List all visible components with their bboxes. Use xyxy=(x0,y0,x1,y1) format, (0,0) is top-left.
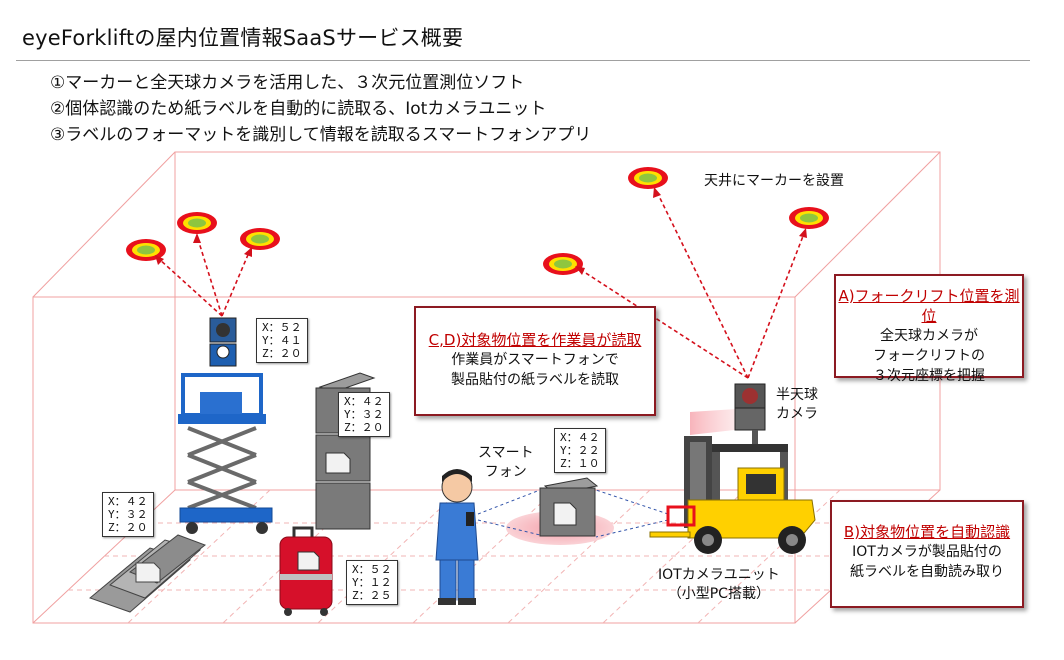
callout-worker-read-line: 製品貼付の紙ラベルを読取 xyxy=(451,372,619,388)
coord-y: Y：３２ xyxy=(108,508,148,521)
coord-y: Y：３２ xyxy=(344,408,384,421)
marker-icon xyxy=(628,167,668,189)
marker-icon xyxy=(543,253,583,275)
coord-x: X：５２ xyxy=(262,321,302,334)
coord-tag-boxes: X：４２ Y：３２ Z：２０ xyxy=(338,392,390,437)
feature-item-2: ②個体認識のため紙ラベルを自動的に読取る、Iotカメラユニット xyxy=(50,99,547,119)
center-box xyxy=(506,477,614,545)
coord-z: Z：２０ xyxy=(262,347,302,360)
half-sphere-camera-label-1: 半天球 xyxy=(776,387,818,403)
iot-unit-label-2: （小型PC搭載） xyxy=(667,586,770,602)
marker-icon xyxy=(789,207,829,229)
forklift xyxy=(649,383,816,554)
coord-x: X：４２ xyxy=(344,395,384,408)
feature-item-3: ③ラベルのフォーマットを識別して情報を読取るスマートフォンアプリ xyxy=(50,125,592,145)
sight-arrowheads xyxy=(155,187,807,275)
scissor-lift xyxy=(178,317,273,534)
coord-z: Z：２０ xyxy=(108,521,148,534)
callout-forklift-line: ３次元座標を把握 xyxy=(873,368,985,384)
callout-forklift-position: A)フォークリフト位置を測位 全天球カメラが フォークリフトの ３次元座標を把握 xyxy=(834,274,1024,384)
smartphone-label-2: フォン xyxy=(484,464,527,480)
smartphone-label-1: スマート xyxy=(478,445,534,461)
scan-lines xyxy=(477,489,669,538)
marker-icon xyxy=(177,212,217,234)
worker-figure xyxy=(435,469,479,605)
page-title: eyeForkliftの屋内位置情報SaaSサービス概要 xyxy=(22,26,464,50)
feature-list: ①マーカーと全天球カメラを活用した、３次元位置測位ソフト ②個体認識のため紙ラベ… xyxy=(50,70,591,148)
coord-x: X：５２ xyxy=(352,563,392,576)
callout-auto-recognition: B)対象物位置を自動認識 IOTカメラが製品貼付の 紙ラベルを自動読み取り xyxy=(830,500,1024,608)
coord-z: Z：２０ xyxy=(344,421,384,434)
marker-icon xyxy=(240,228,280,250)
sight-lines xyxy=(157,189,806,379)
smartphone-label: スマート フォン xyxy=(478,444,534,482)
half-sphere-camera-label-2: カメラ xyxy=(776,406,818,422)
callout-forklift-head: A)フォークリフト位置を測位 xyxy=(838,287,1020,325)
iot-unit-label-1: IOTカメラユニット xyxy=(658,567,780,583)
callout-worker-read: C,D)対象物位置を作業員が読取 作業員がスマートフォンで 製品貼付の紙ラベルを… xyxy=(414,306,656,416)
ceiling-markers xyxy=(126,167,829,275)
steel-beams xyxy=(89,534,207,613)
coord-tag-suitcase: X：５２ Y：１２ Z：２５ xyxy=(346,560,398,605)
coord-y: Y：４１ xyxy=(262,334,302,347)
red-suitcase xyxy=(279,526,333,616)
coord-x: X：４２ xyxy=(560,431,600,444)
coord-tag-center-box: X：４２ Y：２２ Z：１０ xyxy=(554,428,606,473)
callout-worker-read-line: 作業員がスマートフォンで xyxy=(451,352,619,368)
coord-y: Y：２２ xyxy=(560,444,600,457)
callout-worker-read-head: C,D)対象物位置を作業員が読取 xyxy=(428,331,642,349)
half-sphere-camera-label: 半天球 カメラ xyxy=(776,386,818,424)
coord-z: Z：２５ xyxy=(352,589,392,602)
title-divider xyxy=(16,60,1030,61)
coord-x: X：４２ xyxy=(108,495,148,508)
callout-forklift-line: フォークリフトの xyxy=(873,348,985,364)
callout-auto-recognition-line: 紙ラベルを自動読み取り xyxy=(850,564,1004,580)
ceiling-marker-label: 天井にマーカーを設置 xyxy=(704,173,844,189)
iot-unit-label: IOTカメラユニット （小型PC搭載） xyxy=(658,566,780,604)
callout-forklift-line: 全天球カメラが xyxy=(880,328,978,344)
coord-tag-beams: X：４２ Y：３２ Z：２０ xyxy=(102,492,154,537)
feature-item-1: ①マーカーと全天球カメラを活用した、３次元位置測位ソフト xyxy=(50,73,525,93)
callout-auto-recognition-line: IOTカメラが製品貼付の xyxy=(852,544,1002,560)
coord-tag-lift: X：５２ Y：４１ Z：２０ xyxy=(256,318,308,363)
coord-z: Z：１０ xyxy=(560,457,600,470)
coord-y: Y：１２ xyxy=(352,576,392,589)
callout-auto-recognition-head: B)対象物位置を自動認識 xyxy=(843,523,1011,541)
